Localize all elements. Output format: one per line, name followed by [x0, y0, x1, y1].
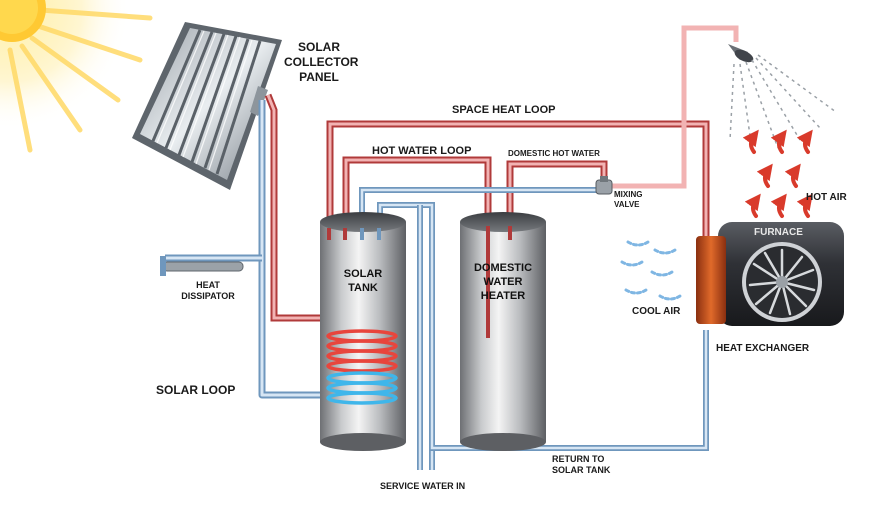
label-line: RETURN TO [552, 454, 605, 464]
solar-collector-panel-label: SOLAR COLLECTOR PANEL [284, 40, 359, 85]
heat-dissipator-label: HEAT DISSIPATOR [178, 280, 238, 303]
hot-water-loop-label: HOT WATER LOOP [372, 145, 472, 157]
label-line: TANK [348, 281, 378, 294]
fan-icon [742, 242, 822, 322]
solar-tank-label: SOLAR TANK [333, 268, 393, 296]
return-to-solar-tank-label: RETURN TO SOLAR TANK [552, 454, 610, 477]
mixing-valve [595, 176, 613, 195]
label-line: COLLECTOR [284, 55, 359, 69]
label-line: HEATER [480, 289, 526, 302]
mixing-valve-label: MIXING VALVE [614, 190, 642, 210]
solar-loop-pipe [165, 100, 322, 399]
domestic-water-heater [460, 212, 546, 451]
solar-collector-panel [132, 22, 282, 190]
label-line: PANEL [299, 70, 339, 84]
label-line: SOLAR [343, 268, 383, 280]
label-line: DISSIPATOR [181, 291, 235, 302]
cool-air-arrows [620, 240, 682, 301]
heat-dissipator [160, 256, 244, 276]
label-line: MIXING [614, 190, 643, 199]
shower-head-icon [728, 44, 837, 151]
service-water-in-label: SERVICE WATER IN [380, 481, 466, 491]
furnace-label: FURNACE [754, 227, 803, 238]
hot-air-label: HOT AIR [806, 192, 847, 203]
label-line: VALVE [614, 200, 640, 209]
cool-air-label: COOL AIR [632, 306, 681, 317]
label-line: WATER [483, 275, 523, 288]
label-line: SOLAR TANK [552, 465, 611, 476]
domestic-hot-water-label: DOMESTIC HOT WATER [508, 149, 600, 158]
solar-tank [320, 212, 406, 451]
space-heat-loop-pipe [326, 120, 710, 236]
solar-loop-label: SOLAR LOOP [156, 383, 236, 397]
label-line: DOMESTIC [473, 262, 533, 274]
heat-exchanger-label: HEAT EXCHANGER [716, 343, 810, 354]
label-line: SOLAR [298, 40, 340, 54]
sun-icon [0, 0, 153, 153]
hot-air-arrows [742, 129, 813, 218]
space-heat-loop-label: SPACE HEAT LOOP [452, 104, 556, 116]
label-line: HEAT [196, 280, 220, 290]
domestic-water-heater-label: DOMESTIC WATER HEATER [468, 262, 538, 303]
furnace [696, 222, 844, 326]
